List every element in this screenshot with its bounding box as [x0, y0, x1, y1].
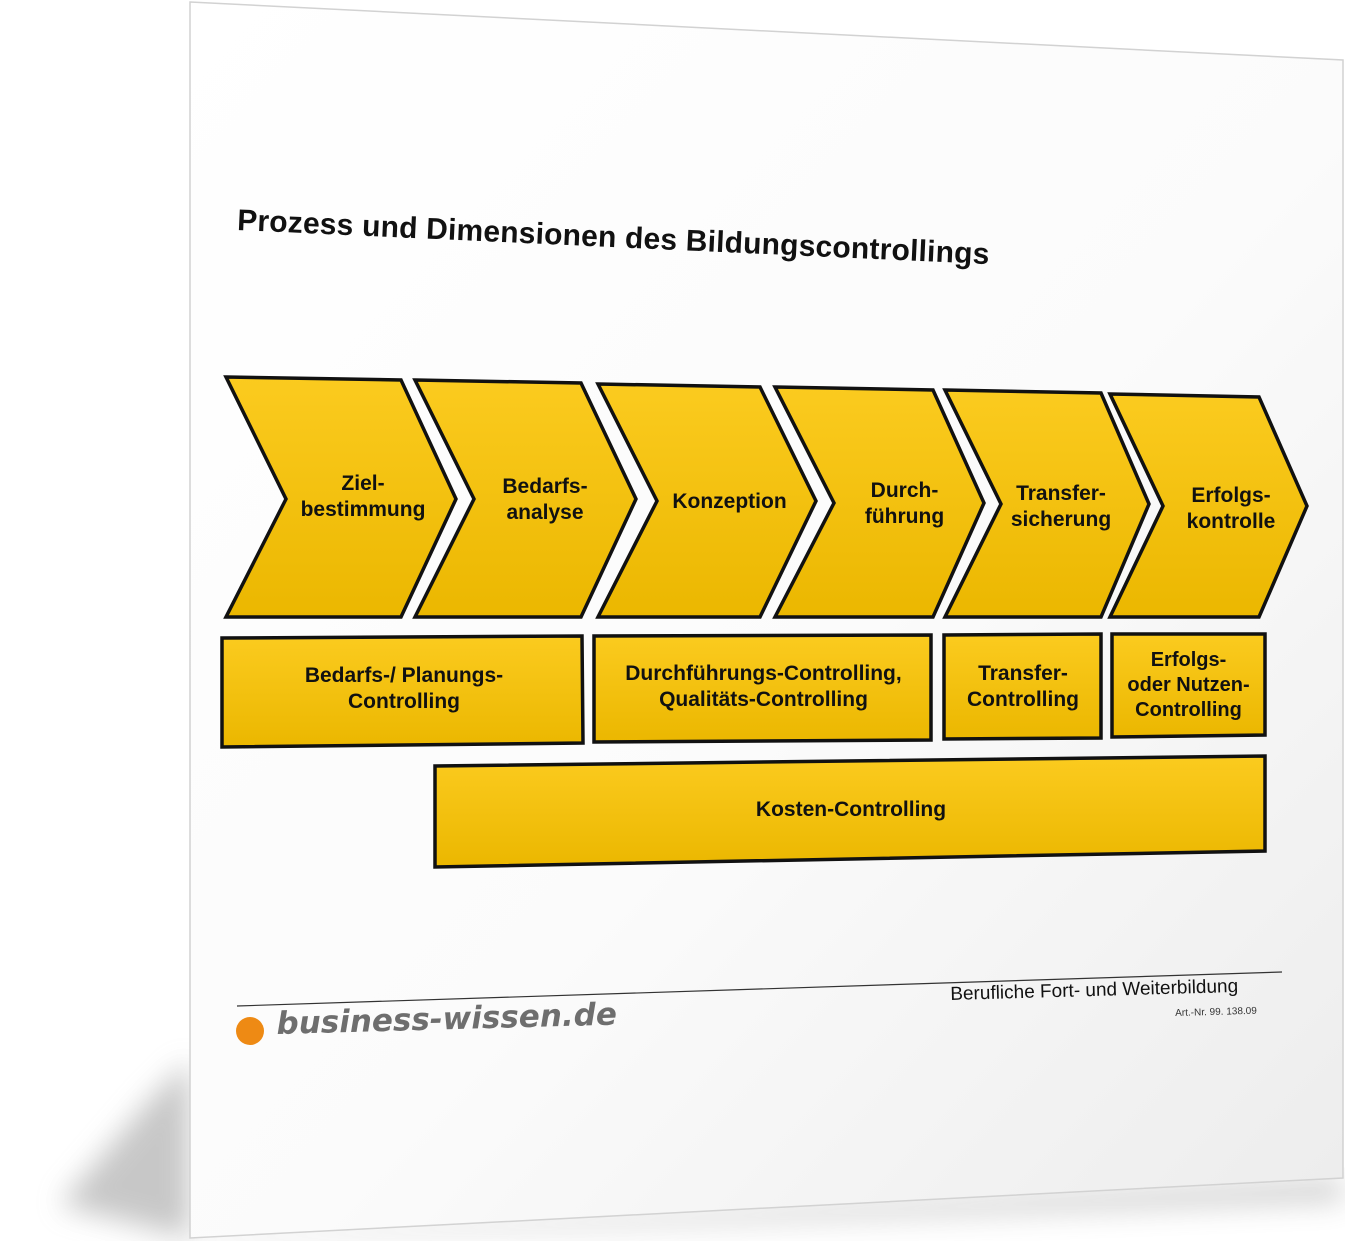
- dimension-label-execution: Durchführungs-Controlling, Qualitäts-Con…: [625, 662, 902, 712]
- step-label-zielbestimmung: Ziel- bestimmung: [300, 472, 426, 522]
- step-label-bedarfsanalyse: Bedarfs- analyse: [502, 475, 588, 525]
- step-label-durchfuehrung: Durch- führung: [864, 479, 945, 529]
- footer-rule: [236, 971, 1283, 1007]
- chevron-step-2: [412, 378, 638, 619]
- dimension-box-execution: [592, 633, 933, 744]
- dimension-box-success: [1110, 632, 1267, 739]
- chevron-step-6: [1107, 392, 1309, 619]
- chevron-step-5: [942, 388, 1151, 619]
- brand-logo-dot: [236, 1017, 264, 1045]
- dimension-label-success: Erfolgs- oder Nutzen- Controlling: [1127, 649, 1250, 721]
- dimension-label-transfer: Transfer- Controlling: [967, 662, 1079, 712]
- step-label-konzeption: Konzeption: [672, 490, 787, 513]
- chevron-step-3: [595, 382, 818, 619]
- dimension-box-planning: [220, 634, 585, 749]
- dimension-label-cost: Kosten-Controlling: [755, 798, 947, 821]
- dimension-box-cost: [433, 754, 1267, 869]
- dimension-label-planning: Bedarfs-/ Planungs- Controlling: [304, 664, 504, 714]
- dimension-box-transfer: [942, 632, 1103, 741]
- article-number: Art.-Nr. 99. 138.09: [1175, 1005, 1257, 1019]
- step-label-erfolgskontrolle: Erfolgs- kontrolle: [1186, 484, 1276, 534]
- chevron-step-4: [772, 385, 986, 619]
- chevron-step-1: [223, 375, 458, 619]
- step-label-transfersicherung: Transfer- sicherung: [1010, 482, 1112, 532]
